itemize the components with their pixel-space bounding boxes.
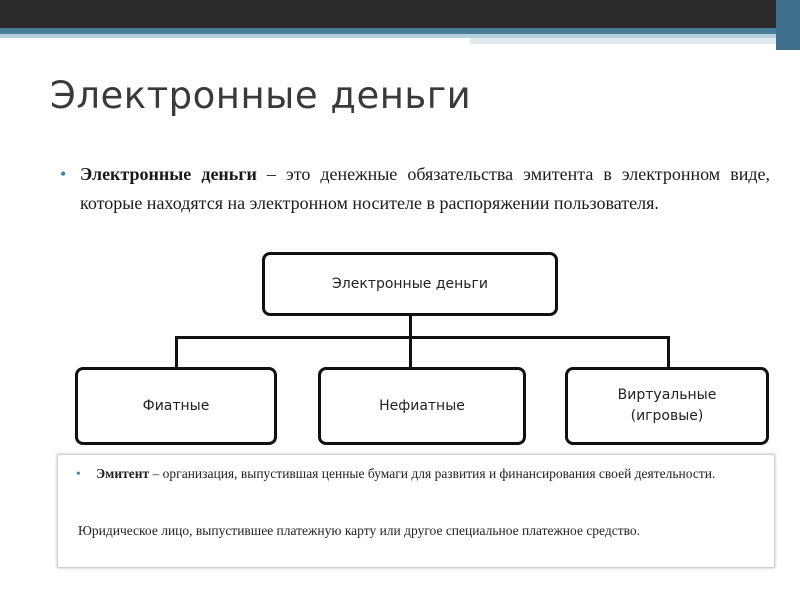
diagram-root-label: Электронные деньги <box>332 275 488 292</box>
definition-text: – это денежные обязательства эмитента в … <box>80 164 771 213</box>
diagram-child-label: Нефиатные <box>379 397 465 414</box>
diagram-child-box: Фиатные <box>75 367 277 445</box>
info-term: Эмитент <box>96 466 150 481</box>
info-panel: • Эмитент – организация, выпустившая цен… <box>57 454 775 568</box>
definition-term: Электронные деньги <box>80 164 257 184</box>
connector-line <box>409 336 412 368</box>
diagram-child-label: Виртуальные (игровые) <box>617 387 717 424</box>
connector-line <box>175 336 178 368</box>
top-stripe-pale <box>470 38 800 44</box>
diagram-child-box: Нефиатные <box>318 367 526 445</box>
bullet-icon: • <box>76 466 81 481</box>
bullet-icon: • <box>60 164 67 184</box>
info-note: Юридическое лицо, выпустившее платежную … <box>78 523 641 538</box>
top-stripe <box>0 28 800 34</box>
info-text: – организация, выпустившая ценные бумаги… <box>149 466 716 481</box>
diagram-child-label: Фиатные <box>142 397 210 414</box>
connector-line <box>175 336 670 339</box>
slide-title: Электронные деньги <box>50 74 472 117</box>
top-band <box>0 0 800 28</box>
info-definition: • Эмитент – организация, выпустившая цен… <box>76 465 768 482</box>
top-stripe-light <box>0 34 800 38</box>
connector-line <box>667 336 670 368</box>
connector-line <box>409 316 412 338</box>
diagram-child-box: Виртуальные (игровые) <box>565 367 769 445</box>
diagram-root-box: Электронные деньги <box>262 252 558 316</box>
top-accent <box>776 0 800 50</box>
definition-paragraph: • Электронные деньги – это денежные обяз… <box>60 160 770 218</box>
